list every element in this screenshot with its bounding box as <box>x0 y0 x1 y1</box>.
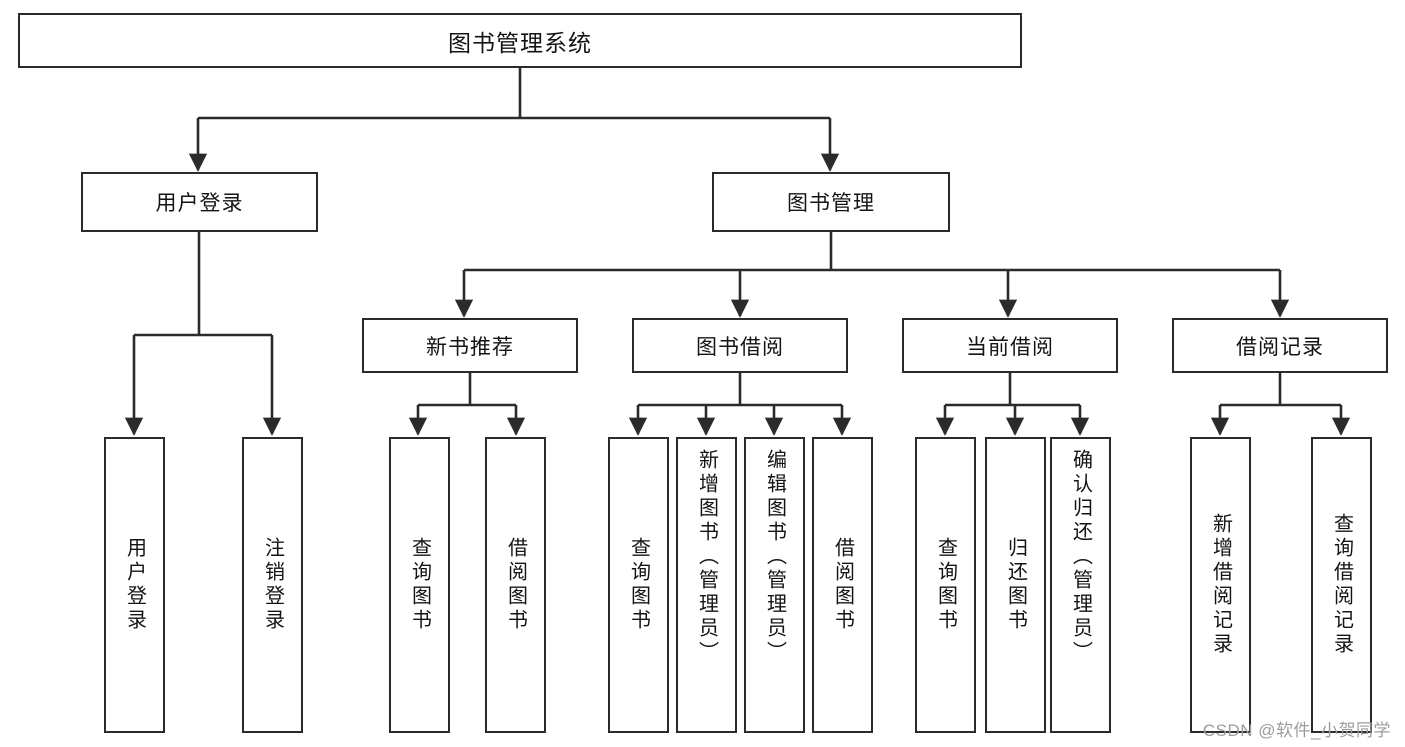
node-root-label: 图书管理系统 <box>448 29 592 56</box>
leaf-return-book-label: 归还图书 <box>1004 537 1027 633</box>
node-book-borrow[interactable]: 图书借阅 <box>632 318 848 373</box>
leaf-add-record-label: 新增借阅记录 <box>1209 513 1232 657</box>
leaf-borrow-book-1[interactable]: 借阅图书 <box>485 437 546 733</box>
leaf-add-record[interactable]: 新增借阅记录 <box>1190 437 1251 733</box>
leaf-confirm-return-label: 确认归还（管理员） <box>1069 449 1092 665</box>
node-book-manage[interactable]: 图书管理 <box>712 172 950 232</box>
node-current-borrow-label: 当前借阅 <box>966 335 1054 359</box>
leaf-borrow-book-1-label: 借阅图书 <box>504 537 527 633</box>
node-book-manage-label: 图书管理 <box>787 192 875 215</box>
leaf-query-book-2-label: 查询图书 <box>627 537 650 633</box>
leaf-borrow-book-2[interactable]: 借阅图书 <box>812 437 873 733</box>
leaf-add-book[interactable]: 新增图书（管理员） <box>676 437 737 733</box>
leaf-query-book-2[interactable]: 查询图书 <box>608 437 669 733</box>
leaf-query-record[interactable]: 查询借阅记录 <box>1311 437 1372 733</box>
leaf-logout-login[interactable]: 注销登录 <box>242 437 303 733</box>
leaf-edit-book[interactable]: 编辑图书（管理员） <box>744 437 805 733</box>
leaf-query-book-1-label: 查询图书 <box>408 537 431 633</box>
node-user-login[interactable]: 用户登录 <box>81 172 318 232</box>
leaf-borrow-book-2-label: 借阅图书 <box>831 537 854 633</box>
node-current-borrow[interactable]: 当前借阅 <box>902 318 1118 373</box>
node-new-book-rec[interactable]: 新书推荐 <box>362 318 578 373</box>
csdn-watermark: CSDN @软件_小贺同学 <box>1202 721 1391 740</box>
leaf-edit-book-label: 编辑图书（管理员） <box>763 449 786 665</box>
node-new-book-rec-label: 新书推荐 <box>426 335 514 359</box>
leaf-user-login[interactable]: 用户登录 <box>104 437 165 733</box>
leaf-add-book-label: 新增图书（管理员） <box>695 449 718 665</box>
leaf-query-book-3-label: 查询图书 <box>934 537 957 633</box>
node-borrow-record[interactable]: 借阅记录 <box>1172 318 1388 373</box>
leaf-return-book[interactable]: 归还图书 <box>985 437 1046 733</box>
leaf-logout-login-label: 注销登录 <box>261 537 284 633</box>
leaf-user-login-label: 用户登录 <box>123 537 146 633</box>
leaf-query-book-3[interactable]: 查询图书 <box>915 437 976 733</box>
leaf-query-book-1[interactable]: 查询图书 <box>389 437 450 733</box>
node-borrow-record-label: 借阅记录 <box>1236 335 1324 359</box>
leaf-confirm-return[interactable]: 确认归还（管理员） <box>1050 437 1111 733</box>
node-book-borrow-label: 图书借阅 <box>696 335 784 359</box>
node-root[interactable]: 图书管理系统 <box>18 13 1022 68</box>
leaf-query-record-label: 查询借阅记录 <box>1330 513 1353 657</box>
node-user-login-label: 用户登录 <box>155 192 244 215</box>
